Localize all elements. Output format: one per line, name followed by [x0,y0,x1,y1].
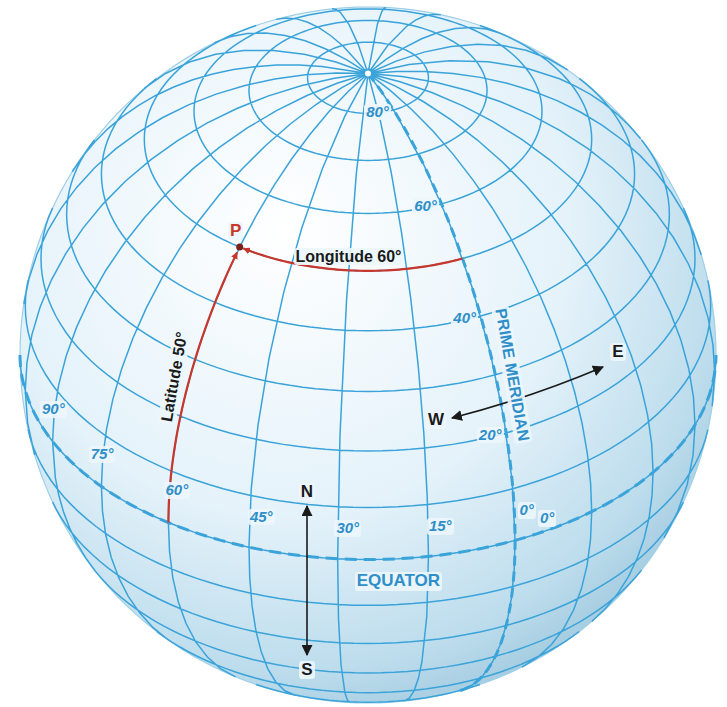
equator-label: EQUATOR [355,572,442,591]
degree-number: 20° [477,427,504,444]
degree-number: 15° [427,518,454,535]
degree-number: 0° [538,510,556,527]
point-p-dot [236,244,243,251]
degree-number: 40° [451,310,478,327]
degree-number: 75° [89,446,116,463]
degree-number: 60° [164,482,191,499]
degree-number: 45° [248,509,275,526]
equator-line [20,355,716,560]
direction-letter: E [610,343,625,362]
degree-number: 30° [334,520,361,537]
longitude-label: Longitude 60° [294,248,404,266]
globe-sphere [20,7,716,703]
degree-number: 60° [412,198,439,215]
point-label: P [228,222,243,241]
degree-number: 80° [364,104,391,121]
direction-letter: S [299,661,314,680]
north-south-arrow [306,506,308,655]
graticule [20,7,716,702]
degree-number: 0° [518,502,536,519]
direction-letter: N [299,483,315,502]
degree-number: 90° [40,401,67,418]
west-east-arrow [452,367,603,418]
north-pole-dot [364,69,372,77]
prime-meridian-line [371,77,515,691]
direction-letter: W [426,411,446,430]
